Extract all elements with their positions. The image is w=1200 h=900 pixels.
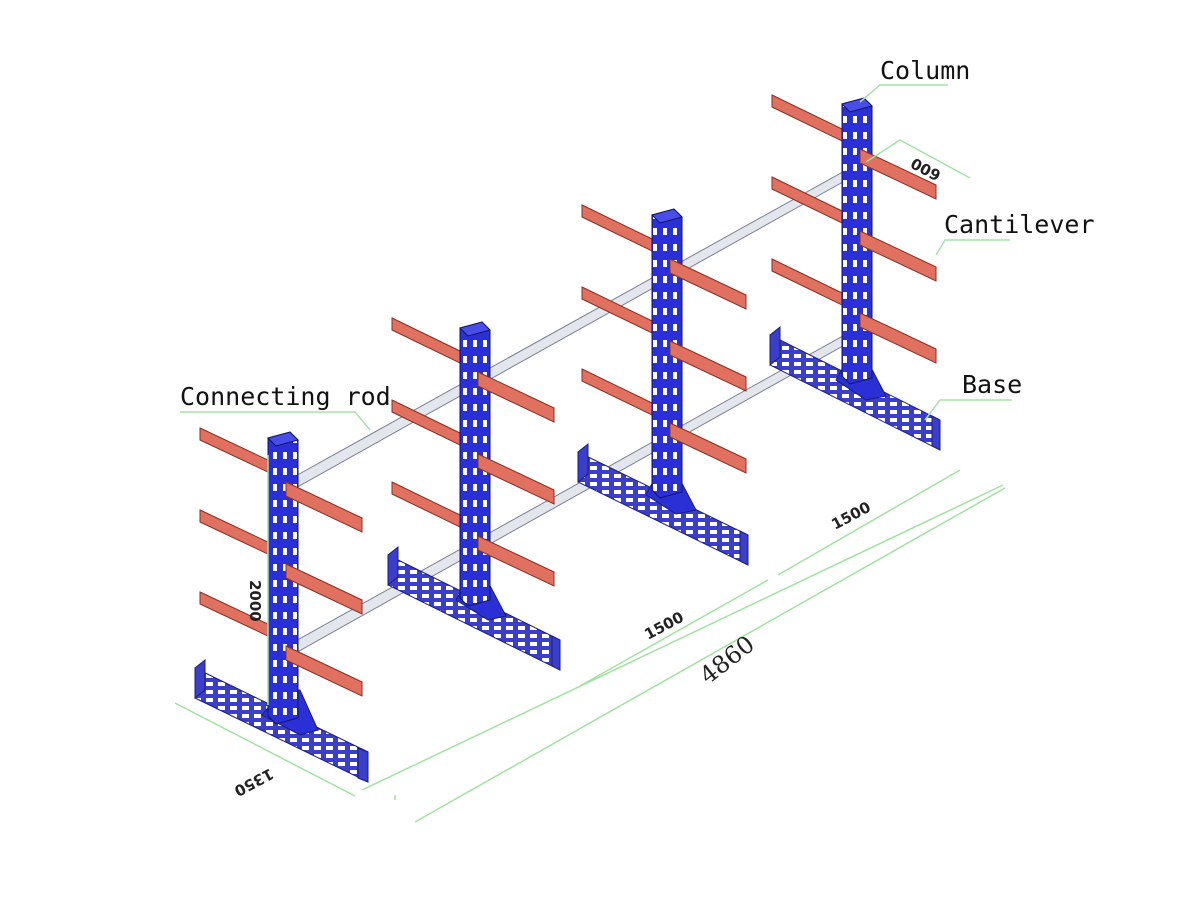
connecting-rods bbox=[291, 167, 851, 656]
connecting-rod-lower bbox=[291, 331, 851, 656]
cantilevers-rear bbox=[199, 94, 843, 639]
label-base: Base bbox=[962, 370, 1022, 399]
dim-total-length: 4860 bbox=[694, 630, 759, 690]
dim-spacing-2: 1500 bbox=[828, 498, 873, 533]
cantilevers-front bbox=[285, 148, 937, 697]
label-cantilever: Cantilever bbox=[944, 210, 1095, 239]
dimension-lines bbox=[174, 139, 1006, 823]
connecting-rod-upper bbox=[291, 167, 851, 491]
label-column: Column bbox=[880, 56, 970, 85]
dim-height: 2000 bbox=[246, 580, 264, 622]
dim-base-length: 1350 bbox=[231, 764, 276, 799]
label-connecting-rod: Connecting rod bbox=[180, 382, 391, 411]
column-4 bbox=[841, 97, 873, 385]
leader-lines bbox=[180, 84, 1012, 431]
column-2 bbox=[459, 321, 491, 607]
